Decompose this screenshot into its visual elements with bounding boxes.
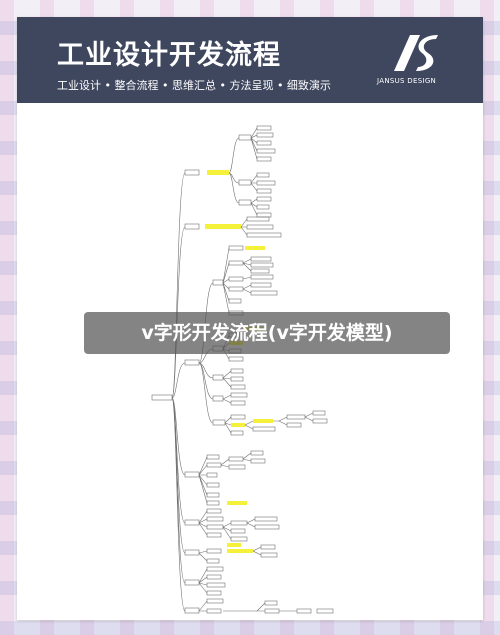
- page-subtitle: 工业设计 • 整合流程 • 思维汇总 • 方法呈现 • 细致演示: [57, 79, 331, 92]
- banner-text: v字形开发流程(v字开发模型): [141, 322, 393, 344]
- mindmap-branch-6: [184, 544, 278, 564]
- mindmap-branch-4: [184, 450, 266, 506]
- jansus-logo-icon: [394, 35, 438, 71]
- page-title: 工业设计开发流程: [57, 40, 281, 71]
- mindmap-branch-5: [184, 508, 280, 547]
- mindmap-root: [151, 394, 173, 401]
- content-card: 工业设计开发流程 工业设计 • 整合流程 • 思维汇总 • 方法呈现 • 细致演…: [17, 17, 483, 620]
- mindmap-branch-8: [184, 598, 334, 614]
- mindmap-branch-7: [184, 566, 226, 596]
- mindmap-branch-2: [184, 216, 282, 238]
- mindmap-diagram: [151, 125, 334, 614]
- header-bar: 工业设计开发流程 工业设计 • 整合流程 • 思维汇总 • 方法呈现 • 细致演…: [17, 17, 483, 103]
- mindmap-branch-1: [184, 125, 276, 218]
- logo-text: JANSUS DESIGN: [377, 77, 437, 85]
- title-banner: v字形开发流程(v字开发模型): [84, 312, 450, 354]
